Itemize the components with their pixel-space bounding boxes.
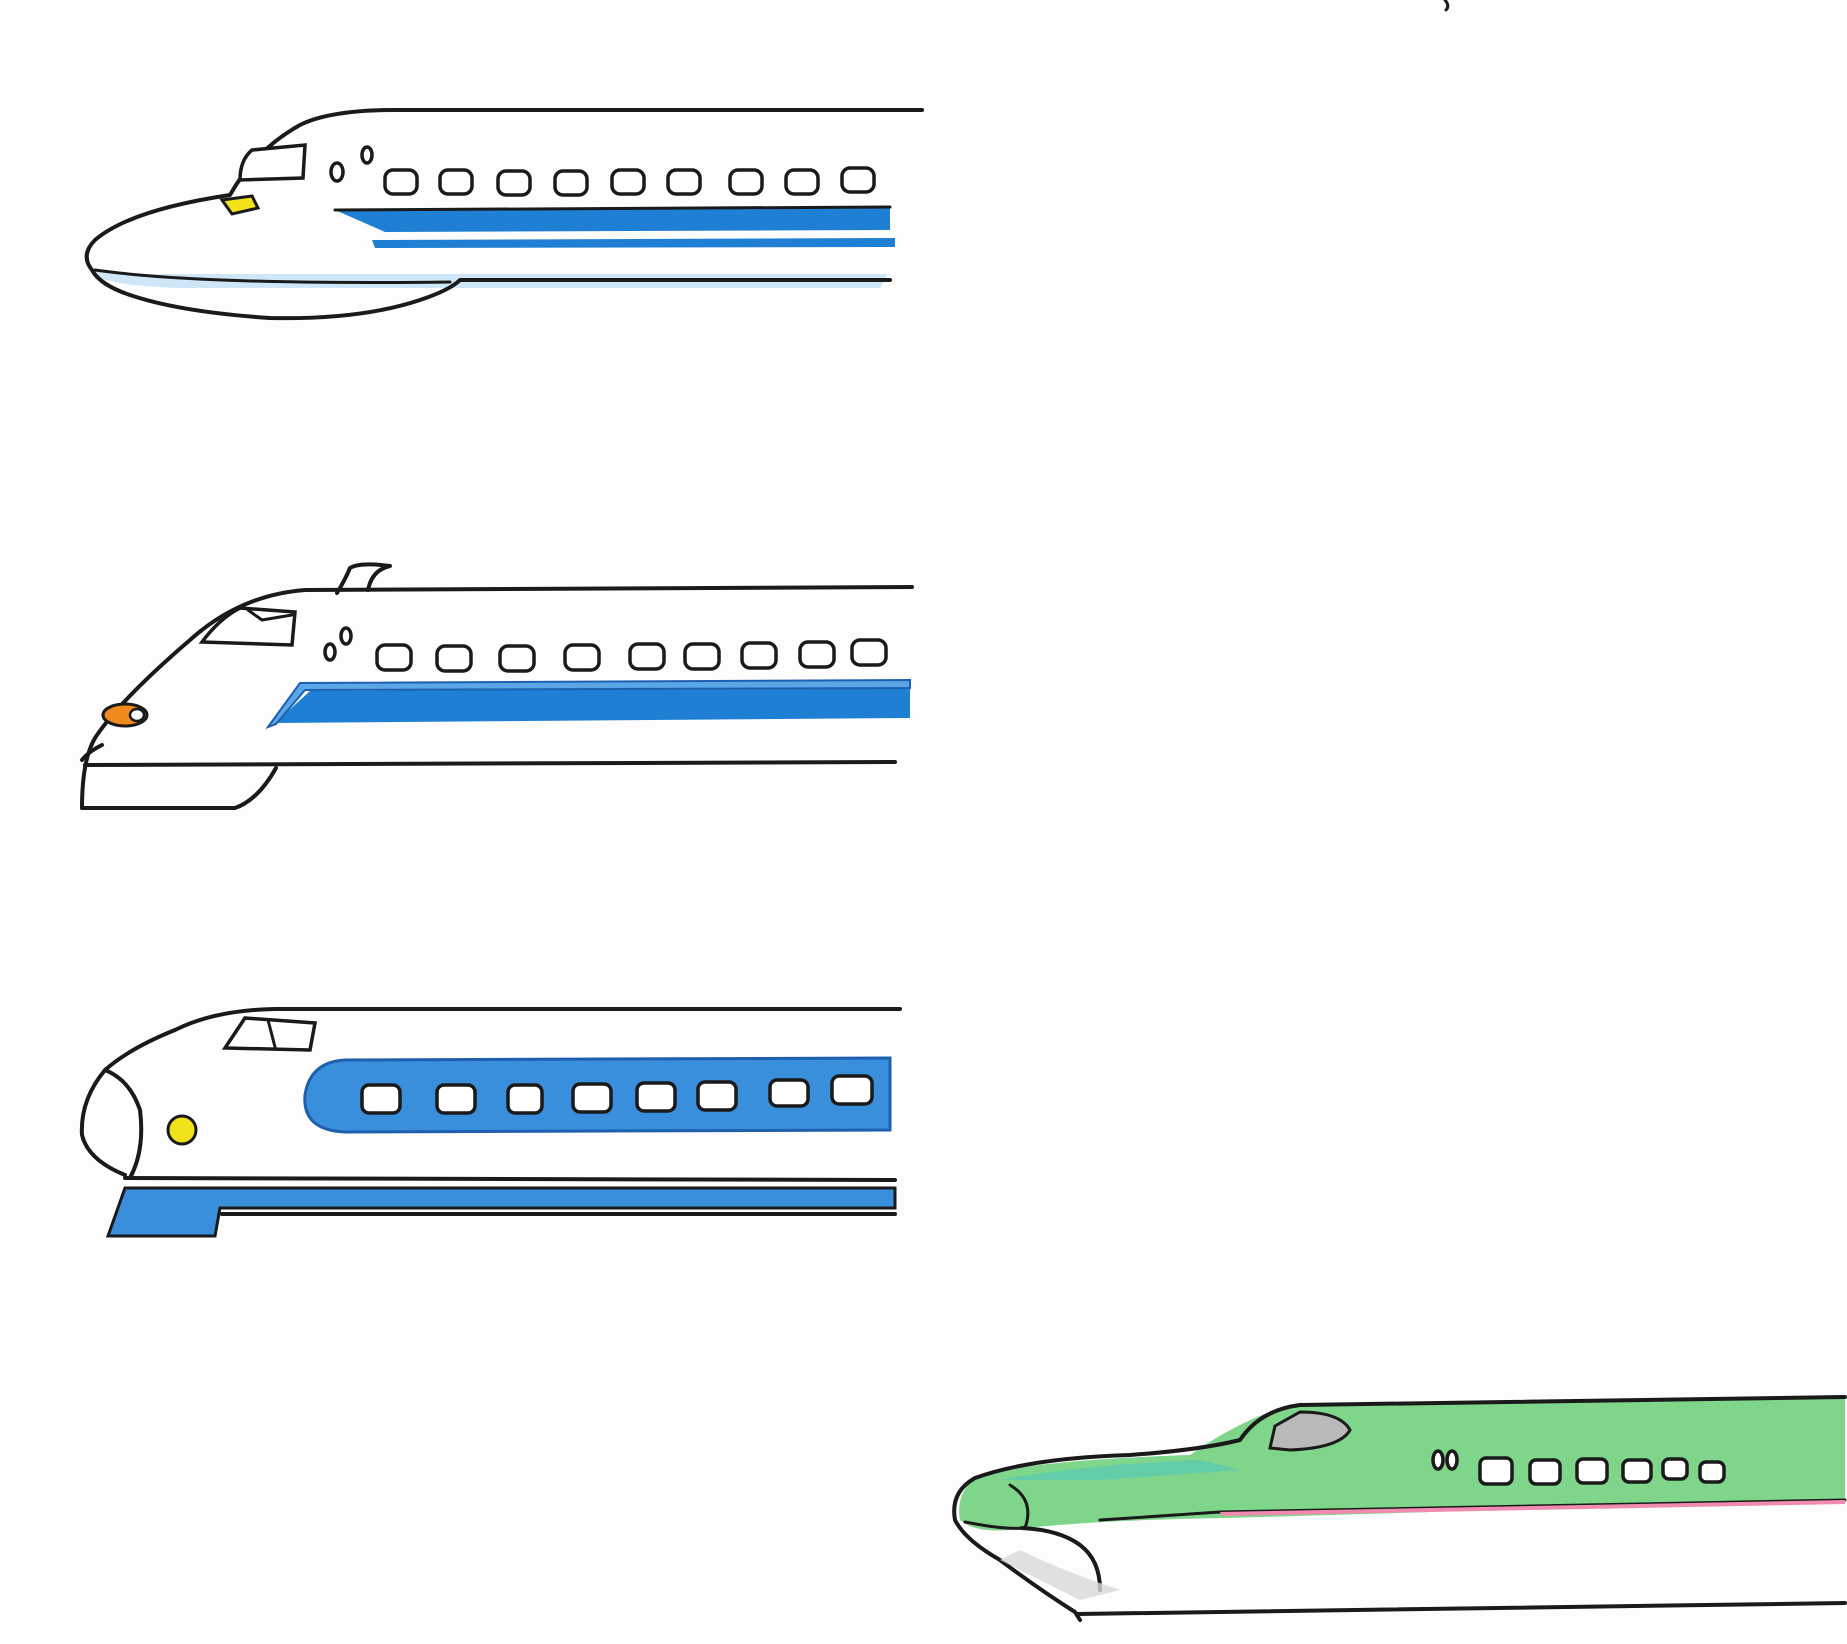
train3-nose-cap: [103, 1068, 144, 1180]
train2-skirt: [80, 766, 278, 810]
train1-window: [438, 168, 474, 196]
train1-blue-stripe: [335, 206, 890, 232]
train-0-series: [79, 1007, 902, 1238]
train2-small-window: [339, 626, 353, 646]
train4-cab-window: [1268, 1410, 1352, 1452]
train2-stripe-edge: [265, 678, 911, 730]
train4-window: [1698, 1460, 1726, 1484]
train2-window: [850, 638, 888, 667]
train2-windows: [375, 638, 888, 673]
train3-bottom-line: [123, 1176, 897, 1182]
train3-headlight: [166, 1114, 198, 1146]
train3-window: [768, 1078, 810, 1108]
train2-small-window: [323, 642, 337, 662]
train2-window: [798, 640, 836, 669]
train3-window: [506, 1083, 544, 1115]
train1-small-window: [329, 161, 345, 183]
train2-cab-window-frame: [246, 608, 294, 622]
train3-window: [635, 1081, 677, 1113]
train4-windows: [1478, 1456, 1726, 1486]
train3-roof: [79, 1007, 902, 1177]
corner-scribble: [1443, 0, 1450, 12]
train2-headlight-lens: [128, 707, 146, 723]
train3-window: [435, 1083, 477, 1115]
train2-cab-window: [198, 606, 297, 647]
train2-window: [375, 643, 413, 672]
train3-window: [696, 1080, 738, 1112]
train2-roof: [80, 585, 914, 810]
train3-window: [571, 1082, 613, 1114]
train2-nose-detail: [80, 743, 104, 762]
train1-window: [610, 168, 646, 196]
train3-window: [830, 1074, 874, 1106]
train2-blue-stripe: [275, 688, 910, 723]
train2-window: [498, 644, 536, 673]
train2-window: [628, 642, 666, 671]
train1-window: [383, 168, 419, 196]
train2-window: [563, 643, 601, 672]
train1-window: [553, 169, 589, 197]
train1-window: [496, 169, 532, 197]
train1-windows: [383, 166, 876, 197]
train2-window: [435, 644, 473, 673]
train4-underbody-shade: [1000, 1550, 1120, 1600]
train3-window: [360, 1083, 402, 1115]
train1-skirt-line: [93, 268, 452, 284]
train1-window: [666, 168, 702, 196]
train4-window: [1575, 1457, 1609, 1485]
train4-bottom-line: [1076, 1601, 1847, 1616]
train4-small-window: [1431, 1449, 1445, 1471]
train4-nose-curve: [1020, 1526, 1102, 1592]
train3-blue-skirt: [105, 1186, 897, 1238]
train1-cab-window: [238, 143, 307, 182]
train-300-series: [84, 108, 924, 321]
train1-window: [784, 168, 820, 196]
train4-window: [1661, 1457, 1689, 1481]
train3-cab-window-frame: [266, 1018, 277, 1049]
train4-green-body: [959, 1395, 1845, 1531]
train1-window: [728, 168, 764, 196]
train4-outline: [952, 1395, 1847, 1622]
train4-window: [1528, 1458, 1562, 1486]
train3-cab-window: [221, 1016, 318, 1052]
train-100-series: [80, 562, 914, 810]
train-e5-series: [952, 1395, 1847, 1622]
train1-headlight: [219, 194, 261, 216]
train2-window: [683, 642, 721, 671]
train1-outline: [84, 108, 924, 321]
train4-window: [1478, 1456, 1514, 1486]
train4-pink-stripe: [1220, 1500, 1845, 1516]
train1-small-window: [360, 145, 374, 165]
train1-thin-stripe: [372, 238, 895, 248]
train4-teal-highlight: [1000, 1460, 1240, 1480]
train2-pantograph: [335, 562, 392, 595]
train2-window: [740, 641, 778, 670]
train3-windows: [360, 1074, 874, 1115]
train2-bottom-line: [83, 760, 897, 767]
train1-window: [840, 166, 876, 194]
train4-small-window: [1445, 1449, 1459, 1471]
train1-stripe-edge: [333, 205, 892, 212]
train4-window: [1621, 1458, 1653, 1484]
